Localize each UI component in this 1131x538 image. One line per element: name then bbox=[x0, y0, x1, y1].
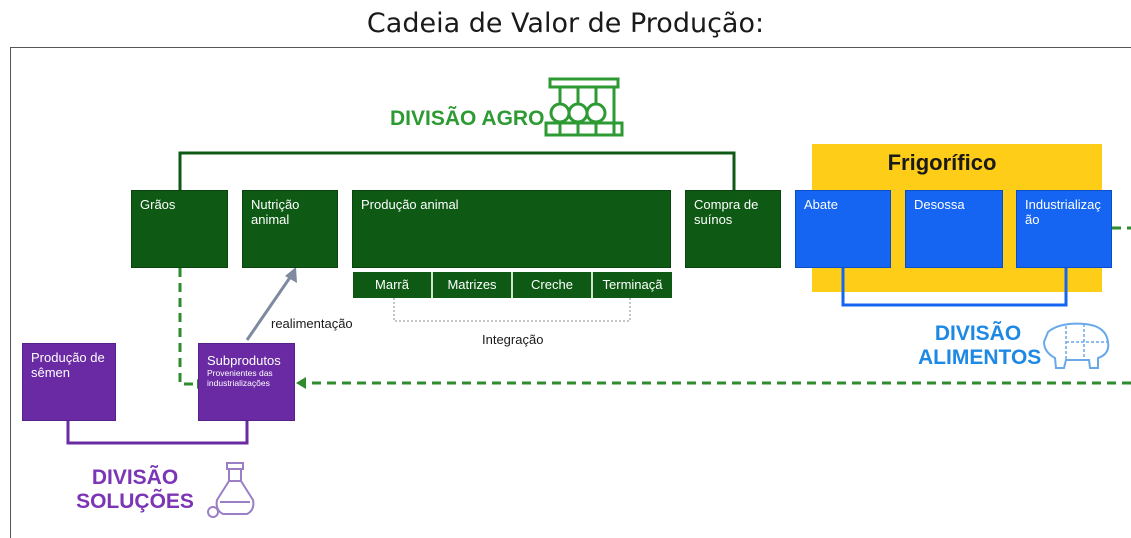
stage-creche: Creche bbox=[513, 272, 593, 298]
realimentacao-label: realimentação bbox=[271, 316, 353, 331]
industrializacao-box: Industrializaç ão bbox=[1016, 190, 1112, 268]
desossa-label: Desossa bbox=[914, 197, 965, 212]
divisao-alimentos-label: DIVISÃO ALIMENTOS bbox=[918, 322, 1042, 370]
frigorifico-bracket bbox=[841, 267, 1068, 307]
compra-label-line2: suínos bbox=[694, 212, 733, 227]
integration-bracket bbox=[393, 298, 631, 322]
subprodutos-desc-line2: industrializações bbox=[207, 378, 270, 388]
diagram-frame bbox=[10, 47, 1131, 538]
graos-to-subprodutos bbox=[178, 268, 196, 386]
realimentacao-arrow bbox=[245, 275, 293, 341]
bottles-icon bbox=[207, 462, 255, 518]
producao-semen-line1: Produção de bbox=[31, 350, 105, 365]
divisao-alimentos-line2: ALIMENTOS bbox=[918, 346, 1042, 369]
abate-box: Abate bbox=[795, 190, 891, 268]
stage-matrizes: Matrizes bbox=[433, 272, 513, 298]
stage-terminacao: Terminaçã bbox=[593, 272, 672, 298]
integracao-label: Integração bbox=[482, 332, 544, 347]
arrowhead-realimentacao bbox=[285, 267, 297, 283]
divisao-solucoes-label: DIVISÃO SOLUÇÕES bbox=[60, 466, 210, 514]
compra-suinos-box: Compra de suínos bbox=[685, 190, 781, 268]
divisao-solucoes-line1: DIVISÃO bbox=[91, 466, 179, 489]
compra-label-line1: Compra de bbox=[694, 197, 759, 212]
industrializacao-label-line2: ão bbox=[1025, 212, 1040, 227]
page-title: Cadeia de Valor de Produção: bbox=[366, 8, 765, 39]
agro-bracket bbox=[178, 151, 736, 190]
producao-animal-box: Produção animal bbox=[352, 190, 671, 268]
producao-semen-box: Produção de sêmen bbox=[22, 343, 116, 421]
desossa-box: Desossa bbox=[905, 190, 1003, 268]
frigorifico-title: Frigorífico bbox=[887, 150, 997, 175]
subprodutos-label: Subprodutos bbox=[207, 353, 281, 368]
subprodutos-desc-line1: Provenientes das bbox=[207, 368, 273, 378]
nutricao-label-line1: Nutrição bbox=[251, 197, 300, 212]
graos-box: Grãos bbox=[131, 190, 228, 268]
divisao-agro-label: DIVISÃO AGRO bbox=[390, 107, 545, 130]
subprodutos-box: Subprodutos Provenientes das industriali… bbox=[198, 343, 295, 421]
abate-label: Abate bbox=[804, 197, 838, 212]
pig-cuts-icon bbox=[1042, 322, 1110, 369]
stage-marra: Marrã bbox=[353, 272, 433, 298]
divisao-alimentos-line1: DIVISÃO bbox=[934, 322, 1022, 345]
graos-label: Grãos bbox=[140, 197, 176, 212]
divisao-solucoes-line2: SOLUÇÕES bbox=[76, 490, 194, 513]
nutricao-label-line2: animal bbox=[251, 212, 290, 227]
nutricao-box: Nutrição animal bbox=[242, 190, 338, 268]
producao-semen-line2: sêmen bbox=[31, 365, 71, 380]
industrializacao-label-line1: Industrializaç bbox=[1025, 197, 1101, 212]
pig-pen-icon bbox=[544, 77, 624, 137]
arrowhead-return bbox=[296, 377, 306, 389]
solucoes-bracket bbox=[66, 421, 249, 445]
producao-animal-label: Produção animal bbox=[361, 197, 459, 212]
